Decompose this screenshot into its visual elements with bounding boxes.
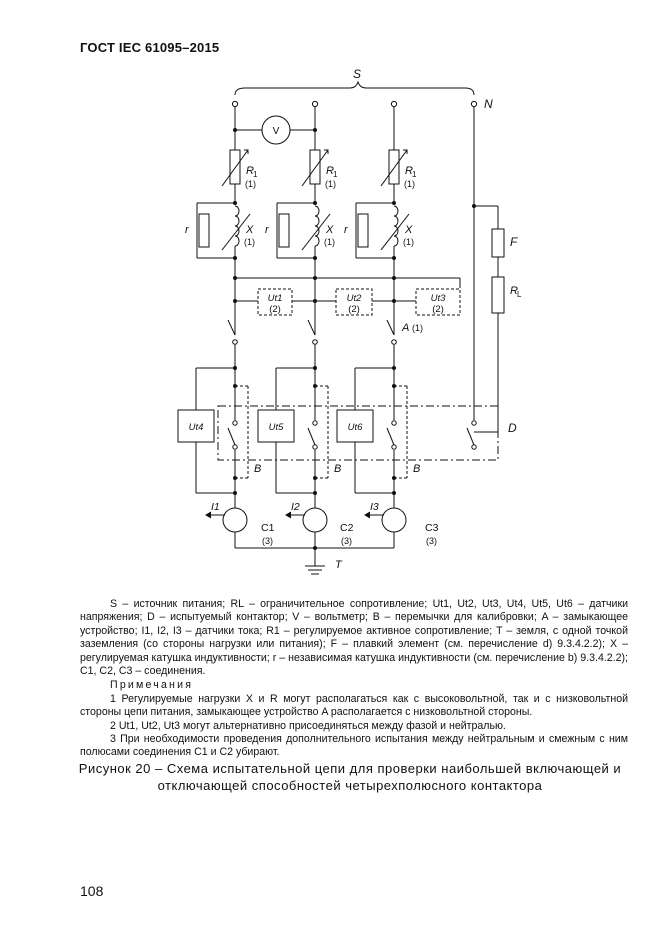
label-earth-t: T xyxy=(335,559,343,571)
label-link-b-1: B xyxy=(254,463,261,475)
label-r-phase-3: r xyxy=(344,224,349,236)
voltage-sensor-ut6 xyxy=(336,367,394,494)
label-c3-ref: (3) xyxy=(426,536,437,546)
label-source-s: S xyxy=(353,67,361,81)
label-r1-phase-1-sub: 1 xyxy=(253,170,258,179)
label-r1-ref-3: (1) xyxy=(404,179,415,189)
label-ut3-ref: (2) xyxy=(432,304,444,315)
label-x-phase-1: X xyxy=(245,224,254,236)
label-c2: C2 xyxy=(340,522,354,534)
label-x-ref-1: (1) xyxy=(244,237,255,247)
label-r1-phase-2: R xyxy=(326,165,334,177)
source-brace xyxy=(234,80,475,96)
label-r1-phase-2-sub: 1 xyxy=(333,170,338,179)
label-x-phase-3: X xyxy=(404,224,413,236)
inductor-group-phase-2 xyxy=(276,202,331,259)
document-header: ГОСТ IEC 61095–2015 xyxy=(80,40,220,55)
voltage-sensor-ut5 xyxy=(257,367,315,494)
limiting-resistor xyxy=(491,276,505,314)
label-ut4: Ut4 xyxy=(189,422,204,433)
figure-caption: Рисунок 20 – Схема испытательной цепи дл… xyxy=(78,761,622,793)
current-sensor-i2 xyxy=(302,507,328,533)
label-r1-ref-2: (1) xyxy=(325,179,336,189)
junction-dots xyxy=(233,128,476,550)
label-contactor-d: D xyxy=(508,421,517,435)
label-link-b-3: B xyxy=(413,463,420,475)
label-r1-phase-1: R xyxy=(246,165,254,177)
label-i3: I3 xyxy=(370,501,379,513)
label-ut5: Ut5 xyxy=(269,422,285,433)
label-i1: I1 xyxy=(211,501,220,513)
terminal-phase-1 xyxy=(231,100,239,108)
current-sensor-i3 xyxy=(381,507,407,533)
page-number: 108 xyxy=(80,883,104,899)
label-voltmeter-v: V xyxy=(273,126,280,137)
figure-legend: S – источник питания; RL – ограничительн… xyxy=(80,598,628,760)
voltage-sensor-ut2 xyxy=(335,288,373,316)
inductor-group-phase-3 xyxy=(355,202,410,259)
label-c2-ref: (3) xyxy=(341,536,352,546)
label-ut2: Ut2 xyxy=(347,293,363,304)
label-r1-phase-3-sub: 1 xyxy=(412,170,417,179)
notes-title: Примечания xyxy=(110,679,194,692)
label-fuse-f: F xyxy=(510,235,518,249)
label-ut3: Ut3 xyxy=(431,293,447,304)
label-c1: C1 xyxy=(261,522,275,534)
label-closing-a-ref: (1) xyxy=(412,323,423,333)
test-circuit-diagram: S N F D T V R 1 (1) R 1 (1) R 1 (1) r X … xyxy=(177,67,522,575)
label-link-b-2: B xyxy=(334,463,341,475)
label-r1-ref-1: (1) xyxy=(245,179,256,189)
contactor-under-test-d xyxy=(217,405,499,461)
calibration-links-b xyxy=(235,385,408,479)
fuse-element xyxy=(491,228,505,258)
current-sensor-i1 xyxy=(222,507,248,533)
note-2: 2 Ut1, Ut2, Ut3 могут альтернативно прис… xyxy=(110,719,506,732)
voltmeter xyxy=(261,115,291,145)
inductor-group-phase-1 xyxy=(196,202,251,259)
note-3: 3 При необходимости проведения дополните… xyxy=(80,733,628,759)
label-r1-phase-3: R xyxy=(405,165,413,177)
label-c1-ref: (3) xyxy=(262,536,273,546)
label-c3: C3 xyxy=(425,522,439,534)
voltage-sensor-ut3 xyxy=(415,288,461,316)
contactor-switches xyxy=(227,410,477,450)
label-x-ref-2: (1) xyxy=(324,237,335,247)
earth-symbol xyxy=(305,548,325,575)
label-x-phase-2: X xyxy=(325,224,334,236)
voltage-sensor-ut1 xyxy=(257,288,293,316)
label-r-phase-1: r xyxy=(185,224,190,236)
label-i2: I2 xyxy=(291,501,300,513)
terminal-neutral xyxy=(470,100,478,108)
label-ut1: Ut1 xyxy=(268,293,283,304)
note-1: 1 Регулируемые нагрузки X и R могут расп… xyxy=(80,692,628,719)
label-closing-a: A xyxy=(401,322,409,334)
terminal-phase-2 xyxy=(311,100,319,108)
label-rl-sub: L xyxy=(517,290,522,299)
voltage-sensor-ut4 xyxy=(177,367,235,494)
terminal-phase-3 xyxy=(390,100,398,108)
label-x-ref-3: (1) xyxy=(403,237,414,247)
label-ut6: Ut6 xyxy=(348,422,364,433)
label-ut2-ref: (2) xyxy=(348,304,360,315)
closing-device-a xyxy=(227,319,397,345)
label-r-phase-2: r xyxy=(265,224,270,236)
label-neutral-n: N xyxy=(484,97,493,111)
label-rl: R xyxy=(510,285,518,297)
label-ut1-ref: (2) xyxy=(269,304,281,315)
legend-paragraph: S – источник питания; RL – ограничительн… xyxy=(80,598,628,678)
